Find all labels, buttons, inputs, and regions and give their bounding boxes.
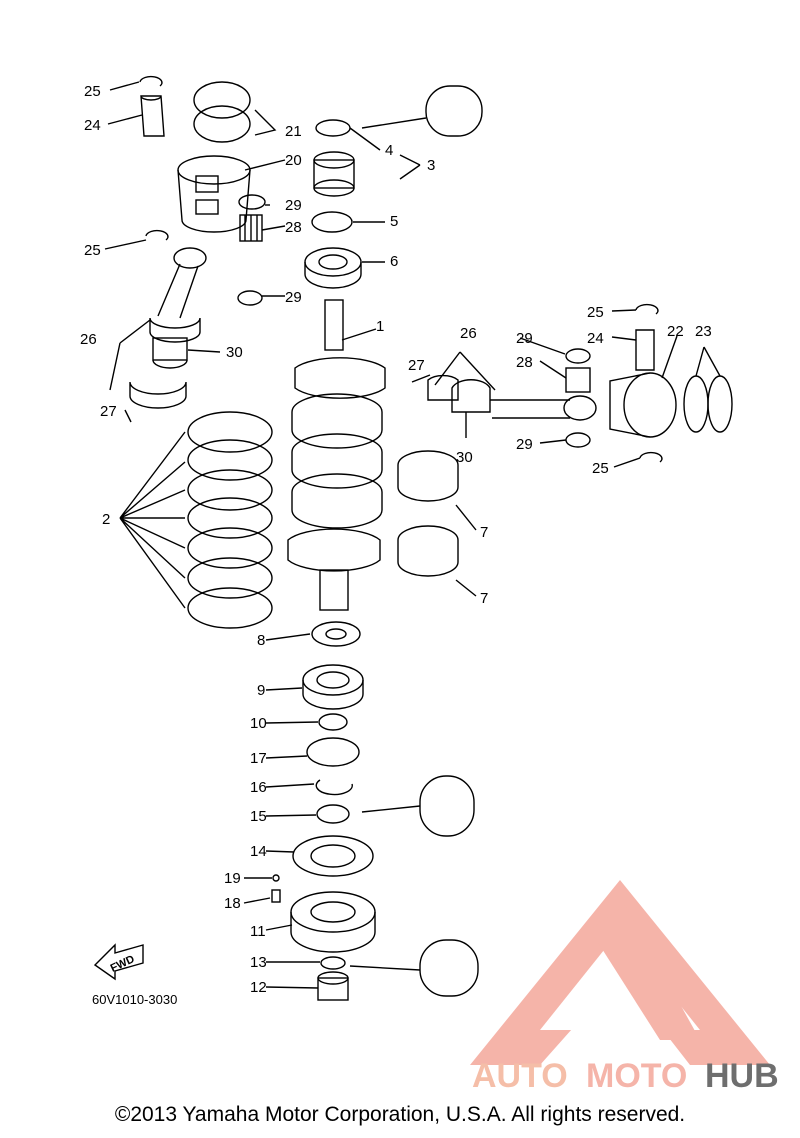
nut-12 [317,971,349,1001]
part-label-2: 2 [102,511,110,528]
rod-cap [124,381,187,423]
part-label-1: 1 [376,318,384,335]
part-label-15: 15 [250,808,267,825]
part-label-25b: 25 [84,242,101,259]
crankshaft [287,299,386,611]
part-label-10: 10 [250,715,267,732]
circlip-16 [315,779,353,796]
part-label-5: 5 [390,213,398,230]
piston-pin-clip [139,75,163,87]
part-label-29d: 29 [516,436,533,453]
main-bearing [397,525,459,577]
copyright-footer: ©2013 Yamaha Motor Corporation, U.S.A. A… [114,1103,686,1126]
piston [177,155,251,233]
part-labels: 1 2 3 4 5 6 7 7 8 9 10 11 12 13 14 15 16… [80,83,712,996]
watermark-auto: AUTO [472,1057,568,1095]
part-label-17: 17 [250,750,267,767]
needle-bearing [565,367,591,393]
part-label-26b: 26 [460,325,477,342]
part-label-30a: 30 [226,344,243,361]
ball-bearing-9 [302,664,364,710]
part-label-28b: 28 [516,354,533,371]
part-label-21: 21 [285,123,302,140]
thrust-washer [238,194,266,210]
part-label-3: 3 [427,157,435,174]
washer-19 [272,874,280,882]
part-label-29c: 29 [516,330,533,347]
piston-right [609,372,677,438]
part-label-27a: 27 [100,403,117,420]
lube-callout [361,85,483,137]
thrust-washer [565,432,591,448]
part-label-7a: 7 [480,524,488,541]
part-label-30b: 30 [456,449,473,466]
lube-callout [349,939,479,997]
part-label-25d: 25 [592,460,609,477]
piston-ring [193,81,251,119]
piston-pin [635,329,655,371]
part-label-18: 18 [224,895,241,912]
seal-13 [320,956,346,970]
watermark-hub: HUB [705,1057,779,1095]
bolt-18 [271,889,281,903]
part-label-29b: 29 [285,289,302,306]
part-label-8: 8 [257,632,265,649]
part-label-25c: 25 [587,304,604,321]
part-label-19: 19 [224,870,241,887]
part-label-29a: 29 [285,197,302,214]
thrust-washer [565,348,591,364]
oil-seal [315,119,351,137]
needle-bearing-3 [313,151,355,197]
lube-callout [361,775,475,837]
part-label-16: 16 [250,779,267,796]
fwd-arrow [93,943,144,981]
part-label-24a: 24 [84,117,101,134]
o-ring-17 [306,737,360,767]
part-label-24b: 24 [587,330,604,347]
part-label-13: 13 [250,954,267,971]
part-label-20: 20 [285,152,302,169]
part-label-26a: 26 [80,331,97,348]
crank-rings [187,411,273,629]
connecting-rod [149,247,207,343]
watermark-moto: MOTO [586,1057,687,1095]
circlip-10 [318,713,348,731]
needle-bearing [239,214,263,242]
part-label-11: 11 [250,923,266,940]
part-label-14: 14 [250,843,267,860]
main-bearing [397,450,459,502]
part-label-22: 22 [667,323,684,340]
part-label-12: 12 [250,979,267,996]
fwd-label: FWD [109,953,137,974]
watermark-logo: AUTO MOTO HUB [470,880,779,1095]
part-label-23: 23 [695,323,712,340]
ball-bearing-6 [304,247,362,289]
part-label-9: 9 [257,682,265,699]
piston-ring [193,105,251,143]
thrust-washer [237,290,263,306]
piston-ring [707,375,733,433]
piston-pin-clip [635,303,659,315]
part-label-25a: 25 [84,83,101,100]
o-ring [311,211,353,233]
part-label-4: 4 [385,142,393,159]
connecting-rod-right [427,374,597,421]
piston-pin-clip [145,229,169,241]
part-label-6: 6 [390,253,398,270]
part-label-27b: 27 [408,357,425,374]
bearing-housing-11 [290,891,376,953]
piston-ring [683,375,709,433]
gear-8 [311,621,361,647]
piston-pin-clip [639,451,663,463]
oil-seal-15 [316,804,350,824]
piston-pin [140,95,165,137]
part-label-28a: 28 [285,219,302,236]
diagram-code: 60V1010-3030 [92,992,177,1007]
crank-bearing [152,337,188,369]
bearing-housing-14 [292,835,374,877]
part-label-7b: 7 [480,590,488,607]
